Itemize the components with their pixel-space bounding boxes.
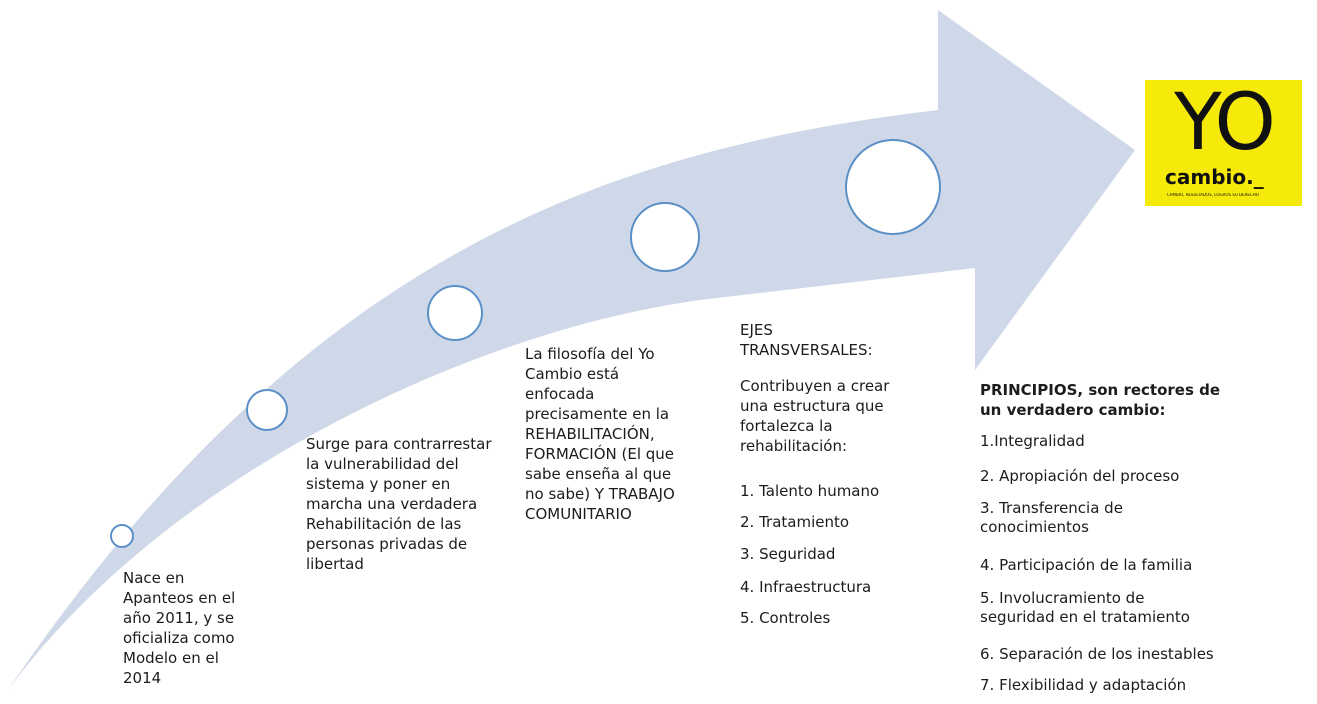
principios-item-4: 4. Participación de la familia	[980, 556, 1193, 574]
logo-tagline: CAMBIO, RESULTADOS, LOGROS SU DERECHO	[1167, 193, 1259, 197]
logo-yo-text: YO	[1174, 78, 1276, 168]
milestone-text-1: Nace en Apanteos en el año 2011, y se of…	[123, 569, 236, 687]
milestone-circle-5	[845, 139, 941, 235]
milestone-text-2: Surge para contrarrestar la vulnerabilid…	[306, 435, 492, 573]
yo-cambio-logo: YO cambio._ CAMBIO, RESULTADOS, LOGROS S…	[1145, 78, 1302, 206]
milestone-circle-4	[630, 202, 700, 272]
ejes-item-2: 2. Tratamiento	[740, 513, 850, 531]
ejes-item-4: 4. Infraestructura	[740, 578, 872, 596]
logo-cambio-text: cambio._	[1165, 165, 1264, 189]
principios-item-6: 6. Separación de los inestables	[980, 645, 1214, 663]
milestone-circle-1	[110, 524, 134, 548]
milestone-text-3: La filosofía del Yo Cambio está enfocada…	[525, 345, 675, 523]
ejes-title: EJES TRANSVERSALES:	[740, 321, 873, 359]
principios-title: PRINCIPIOS, son rectores de un verdadero…	[980, 381, 1221, 419]
ejes-item-3: 3. Seguridad	[740, 545, 836, 563]
principios-item-3: 3. Transferencia de conocimientos	[980, 499, 1123, 536]
principios-item-1: 1.Integralidad	[980, 432, 1085, 450]
principios-item-7: 7. Flexibilidad y adaptación	[980, 676, 1187, 694]
milestone-circle-3	[427, 285, 483, 341]
principios-item-5: 5. Involucramiento de seguridad en el tr…	[980, 589, 1190, 626]
milestone-circle-2	[246, 389, 288, 431]
ejes-item-1: 1. Talento humano	[740, 482, 880, 500]
principios-item-2: 2. Apropiación del proceso	[980, 467, 1180, 485]
ejes-intro: Contribuyen a crear una estructura que f…	[740, 377, 890, 455]
ejes-item-5: 5. Controles	[740, 609, 831, 627]
